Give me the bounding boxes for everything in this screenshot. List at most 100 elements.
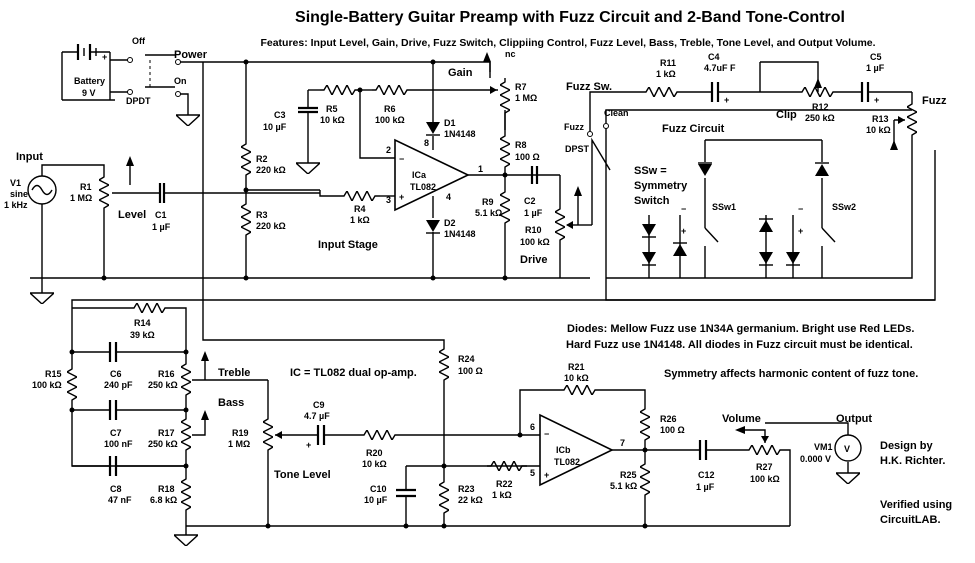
opamp-b: − + ICb TL082 6 5 7 bbox=[519, 385, 646, 487]
power-switch: Off On DPDT Power bbox=[110, 36, 208, 126]
svg-text:−: − bbox=[544, 429, 549, 439]
r24-name: R24 bbox=[458, 354, 475, 364]
c3-value: 10 µF bbox=[263, 122, 287, 132]
r6-name: R6 bbox=[384, 104, 396, 114]
pin-5: 5 bbox=[530, 468, 535, 478]
c4-value: 4.7uF F bbox=[704, 63, 736, 73]
r25-value: 5.1 kΩ bbox=[610, 481, 637, 491]
r14-name: R14 bbox=[134, 318, 151, 328]
ssw-note-2: Symmetry bbox=[634, 180, 688, 192]
r27-value: 100 kΩ bbox=[750, 474, 780, 484]
r12-name: R12 bbox=[812, 102, 829, 112]
r8-value: 100 Ω bbox=[515, 152, 540, 162]
design-note-2: H.K. Richter. bbox=[880, 455, 945, 467]
svg-text:+: + bbox=[724, 95, 729, 105]
power-label: Power bbox=[174, 49, 208, 61]
diodes-note-1: Diodes: Mellow Fuzz use 1N34A germanium.… bbox=[567, 323, 914, 335]
fuzz-switch: Fuzz Sw. Fuzz Clean DPST bbox=[564, 81, 936, 301]
page-title: Single-Battery Guitar Preamp with Fuzz C… bbox=[295, 9, 845, 26]
input-stage-label: Input Stage bbox=[318, 239, 378, 251]
opamp-a: − + ICa TL082 2 3 8 4 1 bbox=[386, 138, 483, 212]
r22-value: 1 kΩ bbox=[492, 490, 512, 500]
fuzz-sw-dpst: DPST bbox=[565, 144, 590, 154]
d1-name: D1 bbox=[444, 118, 456, 128]
c4-name: C4 bbox=[708, 52, 720, 62]
r22-name: R22 bbox=[496, 479, 513, 489]
c9-value: 4.7 µF bbox=[304, 411, 330, 421]
svg-text:+: + bbox=[681, 226, 686, 236]
c6-name: C6 bbox=[110, 369, 122, 379]
r19-name: R19 bbox=[232, 428, 249, 438]
features-text: Features: Input Level, Gain, Drive, Fuzz… bbox=[260, 37, 875, 49]
svg-text:+: + bbox=[874, 95, 879, 105]
svg-text:+: + bbox=[306, 440, 311, 450]
ica-part: TL082 bbox=[410, 182, 436, 192]
r3-value: 220 kΩ bbox=[256, 221, 286, 231]
r16-name: R16 bbox=[158, 369, 175, 379]
c6-value: 240 pF bbox=[104, 380, 133, 390]
r19-value: 1 MΩ bbox=[228, 439, 250, 449]
ssw1-label: SSw1 bbox=[712, 202, 736, 212]
battery-value: 9 V bbox=[82, 88, 96, 98]
d2-name: D2 bbox=[444, 218, 456, 228]
svg-text:V: V bbox=[844, 444, 850, 454]
r25-name: R25 bbox=[620, 470, 637, 480]
r1-name: R1 bbox=[80, 182, 92, 192]
pin-6: 6 bbox=[530, 422, 535, 432]
volume-label: Volume bbox=[722, 413, 761, 425]
bass-label: Bass bbox=[218, 397, 244, 409]
pin-7: 7 bbox=[620, 438, 625, 448]
verified-note-1: Verified using bbox=[880, 499, 952, 511]
clip-label: Clip bbox=[776, 109, 797, 121]
r17-value: 250 kΩ bbox=[148, 439, 178, 449]
r4-name: R4 bbox=[354, 204, 366, 214]
r4-value: 1 kΩ bbox=[350, 215, 370, 225]
battery: + Battery 9 V bbox=[61, 44, 115, 101]
d2-value: 1N4148 bbox=[444, 229, 476, 239]
fuzz-label: Fuzz bbox=[922, 95, 947, 107]
vm1-value: 0.000 V bbox=[800, 454, 831, 464]
svg-text:+: + bbox=[102, 52, 107, 62]
r2-value: 220 kΩ bbox=[256, 165, 286, 175]
fuzz-sw-fuzz: Fuzz bbox=[564, 122, 584, 132]
r7-name: R7 bbox=[515, 82, 527, 92]
battery-name: Battery bbox=[74, 76, 105, 86]
r16-value: 250 kΩ bbox=[148, 380, 178, 390]
switch-off-label: Off bbox=[132, 36, 146, 46]
r20-name: R20 bbox=[366, 448, 383, 458]
svg-text:−: − bbox=[399, 154, 404, 164]
svg-text:+: + bbox=[399, 192, 404, 202]
r24-value: 100 Ω bbox=[458, 366, 483, 376]
r26-name: R26 bbox=[660, 414, 677, 424]
r10-name: R10 bbox=[525, 225, 542, 235]
r12-value: 250 kΩ bbox=[805, 113, 835, 123]
r8-name: R8 bbox=[515, 140, 527, 150]
r11-value: 1 kΩ bbox=[656, 69, 676, 79]
r7-extra: nc bbox=[505, 49, 516, 59]
c2-value: 1 µF bbox=[524, 208, 543, 218]
r10-value: 100 kΩ bbox=[520, 237, 550, 247]
fuzz-sw-clean: Clean bbox=[604, 108, 629, 118]
r17-name: R17 bbox=[158, 428, 175, 438]
r5-value: 10 kΩ bbox=[320, 115, 345, 125]
r27-name: R27 bbox=[756, 462, 773, 472]
c5-value: 1 µF bbox=[866, 63, 885, 73]
r14-value: 39 kΩ bbox=[130, 330, 155, 340]
r23-value: 22 kΩ bbox=[458, 495, 483, 505]
diodes-note-2: Hard Fuzz use 1N4148. All diodes in Fuzz… bbox=[566, 339, 913, 351]
vm1-name: VM1 bbox=[814, 442, 833, 452]
c10-value: 10 µF bbox=[364, 495, 388, 505]
r7-value: 1 MΩ bbox=[515, 93, 537, 103]
dpdt-label: DPDT bbox=[126, 96, 151, 106]
c10-name: C10 bbox=[370, 484, 387, 494]
fuzz-sw-label: Fuzz Sw. bbox=[566, 81, 612, 93]
ic-note: IC = TL082 dual op-amp. bbox=[290, 367, 417, 379]
svg-text:+: + bbox=[798, 226, 803, 236]
v1-freq: 1 kHz bbox=[4, 200, 28, 210]
ssw-note-3: Switch bbox=[634, 195, 670, 207]
svg-text:−: − bbox=[798, 204, 803, 214]
r20-value: 10 kΩ bbox=[362, 459, 387, 469]
switch-on-label: On bbox=[174, 76, 187, 86]
r11-name: R11 bbox=[660, 58, 676, 68]
